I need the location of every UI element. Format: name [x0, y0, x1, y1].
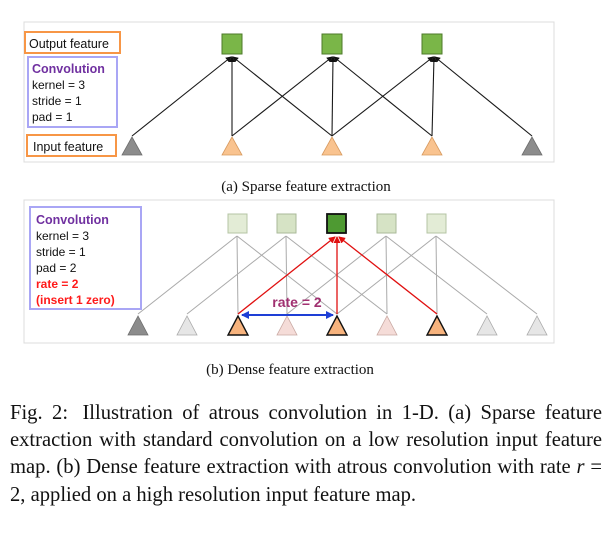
padding-node: [521, 136, 543, 156]
figure-label: Fig. 2:: [10, 402, 69, 424]
faded-input-node: [276, 315, 298, 336]
padding-node: [121, 136, 143, 156]
stride-param: stride = 1: [36, 245, 86, 259]
rate-param: rate = 2: [36, 277, 79, 291]
figure-caption-text: Illustration of atrous convolution in 1-…: [10, 402, 602, 479]
atrous-convolution-diagram: Output feature Convolution kernel = 3 st…: [23, 21, 555, 378]
figure-caption: Fig. 2: Illustration of atrous convoluti…: [10, 400, 602, 509]
connection-line: [329, 56, 336, 137]
output-feature-node: [221, 33, 243, 55]
panel-b-active-connections: [237, 236, 438, 315]
panel-b-caption: (b) Dense feature extraction: [206, 362, 374, 378]
faded-padding-node: [476, 315, 498, 336]
faded-output-node: [227, 213, 248, 234]
connection-line: [137, 235, 238, 315]
faded-output-node: [276, 213, 297, 234]
output-feature-node: [321, 33, 343, 55]
faded-output-node: [376, 213, 397, 234]
connection-line: [131, 56, 232, 137]
stride-param: stride = 1: [32, 94, 82, 108]
active-input-node: [425, 314, 449, 336]
connection-line: [430, 56, 437, 137]
connection-line: [385, 235, 488, 315]
faded-padding-node: [176, 315, 198, 336]
input-feature-label-box: [26, 134, 117, 157]
convolution-params-box: [29, 206, 142, 310]
connection-line: [231, 56, 333, 137]
panel-a-connections: [131, 56, 533, 137]
output-feature-label: Output feature: [29, 37, 109, 51]
connection-line: [331, 56, 434, 137]
faded-padding-node: [526, 315, 548, 336]
output-feature-node: [421, 33, 443, 55]
active-connection-line: [237, 236, 336, 315]
panel-a: Output feature Convolution kernel = 3 st…: [23, 21, 555, 163]
input-feature-node: [421, 136, 443, 156]
convolution-title: Convolution: [32, 62, 105, 76]
faded-output-node: [426, 213, 447, 234]
rate-variable: r: [576, 456, 585, 479]
active-input-node: [226, 314, 250, 336]
input-feature-node: [221, 136, 243, 156]
convolution-params-box: [27, 56, 118, 128]
output-feature-label-box: [24, 31, 121, 54]
padding-node: [127, 315, 149, 336]
rate-note: (insert 1 zero): [36, 293, 115, 307]
panel-a-caption: (a) Sparse feature extraction: [221, 179, 391, 195]
connection-line: [236, 235, 239, 315]
kernel-param: kernel = 3: [36, 229, 89, 243]
panel-b: rate = 2 Convolution kernel = 3 stride =…: [23, 199, 555, 344]
active-connection-line: [338, 236, 438, 315]
connection-line: [434, 56, 533, 137]
pad-param: pad = 2: [36, 261, 77, 275]
figure-caption-text-end: = 2, applied on a high resolution input …: [10, 456, 602, 506]
convolution-title: Convolution: [36, 213, 109, 227]
faded-input-node: [376, 315, 398, 336]
rate-annotation: rate = 2: [272, 294, 322, 310]
pad-param: pad = 1: [32, 110, 73, 124]
active-output-node: [326, 213, 347, 234]
input-feature-node: [321, 136, 343, 156]
active-input-node: [325, 314, 349, 336]
connection-line: [186, 235, 287, 315]
kernel-param: kernel = 3: [32, 78, 85, 92]
input-feature-label: Input feature: [33, 140, 103, 154]
connection-line: [435, 235, 538, 315]
